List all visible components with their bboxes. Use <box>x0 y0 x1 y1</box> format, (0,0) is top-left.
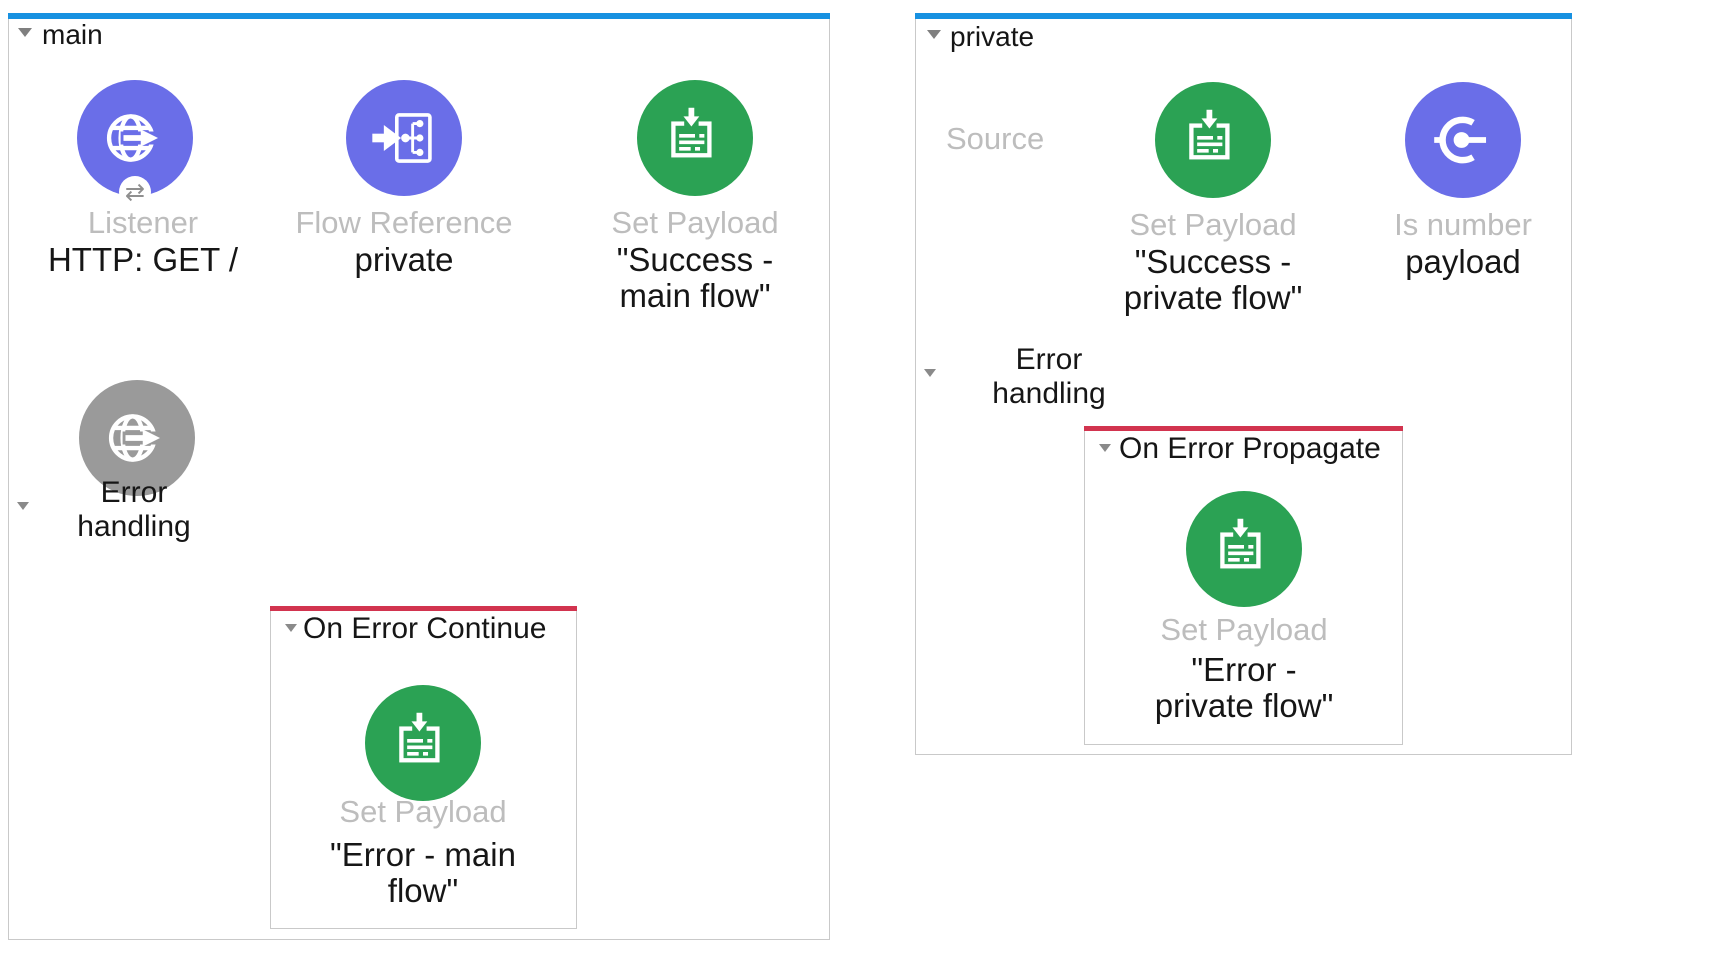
node-sublabel: HTTP: GET / <box>47 241 239 278</box>
http-exchange-badge-icon: ⇄ <box>119 176 151 208</box>
node-label: Set Payload <box>611 205 779 240</box>
error-handling-label: Error handling <box>77 476 191 543</box>
is-number-validation-node[interactable] <box>1405 82 1521 198</box>
collapse-triangle-icon[interactable] <box>17 502 29 510</box>
set-payload-icon <box>1220 517 1261 569</box>
error-scope-title: On Error Continue <box>303 612 547 645</box>
set-payload-node[interactable] <box>365 685 481 801</box>
node-label: Is number <box>1394 207 1532 242</box>
http-listener-node[interactable] <box>77 80 193 196</box>
node-label: Set Payload <box>1129 207 1297 242</box>
set-payload-icon <box>399 711 440 763</box>
on-error-propagate-scope[interactable]: On Error Propagate Set Payload "Error - … <box>1084 426 1403 745</box>
collapse-triangle-icon[interactable] <box>1099 444 1111 452</box>
source-section-label: Source <box>946 121 1045 156</box>
flow-accent-bar <box>8 13 830 19</box>
node-label: Set Payload <box>339 794 507 829</box>
node-sublabel: "Success - private flow" <box>1123 243 1303 316</box>
node-sublabel: private <box>354 241 454 278</box>
flow-title: private <box>950 21 1035 52</box>
node-sublabel: "Success - main flow" <box>616 241 774 314</box>
error-scope-title: On Error Propagate <box>1119 432 1381 465</box>
flow-title: main <box>42 19 103 50</box>
flow-container-main[interactable]: main ⇄ Listener HTTP: GET / <box>8 13 830 940</box>
globe-arrow-icon <box>108 414 161 462</box>
node-sublabel: "Error - main flow" <box>330 836 516 909</box>
flow-reference-icon <box>372 113 432 163</box>
flow-accent-bar <box>915 13 1572 19</box>
collapse-triangle-icon[interactable] <box>285 624 297 632</box>
set-payload-icon <box>1189 108 1230 160</box>
collapse-triangle-icon[interactable] <box>924 369 936 377</box>
error-accent-bar <box>1084 426 1403 431</box>
node-sublabel: "Error - private flow" <box>1154 651 1334 724</box>
error-listener-node-disabled[interactable] <box>79 380 195 496</box>
is-number-icon <box>1434 116 1487 164</box>
set-payload-node[interactable] <box>637 80 753 196</box>
on-error-continue-scope[interactable]: On Error Continue Set Payload "Error - m… <box>270 606 577 929</box>
set-payload-node[interactable] <box>1186 491 1302 607</box>
error-accent-bar <box>270 606 577 611</box>
flow-container-private[interactable]: private Source Set Payload "Success - pr… <box>915 13 1572 755</box>
node-label: Listener <box>87 205 199 240</box>
node-label: Set Payload <box>1160 612 1328 647</box>
collapse-triangle-icon[interactable] <box>927 30 941 39</box>
set-payload-node[interactable] <box>1155 82 1271 198</box>
error-handling-label: Error handling <box>992 343 1106 410</box>
collapse-triangle-icon[interactable] <box>18 28 32 37</box>
node-label: Flow Reference <box>295 205 513 240</box>
flow-reference-node[interactable] <box>346 80 462 196</box>
node-sublabel: payload <box>1405 243 1521 280</box>
globe-arrow-icon <box>106 114 159 162</box>
set-payload-icon <box>671 106 712 158</box>
